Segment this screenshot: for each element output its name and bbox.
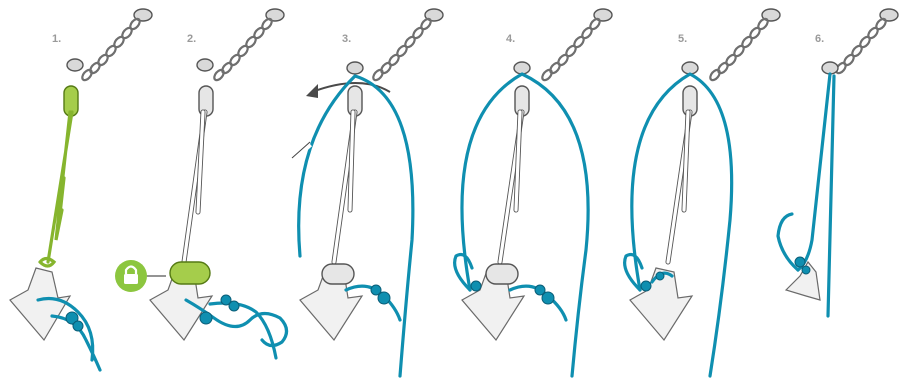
step-label-5: 5. [678,33,687,45]
step-3: 3. [292,9,443,376]
sling [48,112,72,262]
step-label-3: 3. [342,33,351,45]
step-4: 4. [455,9,612,376]
step-label-6: 6. [815,33,824,45]
rope [632,74,732,376]
step-6: 6. [778,9,898,316]
step-2: 2. [115,9,287,358]
step-label-1: 1. [52,33,61,45]
chain-icon [708,9,780,82]
chain-icon [834,9,898,75]
rope [462,74,588,376]
step-1: 1. [10,9,152,370]
chain-icon [80,9,152,82]
chain-icon [212,9,284,82]
anchor-ring [67,59,83,71]
step-label-4: 4. [506,33,515,45]
step-label-2: 2. [187,33,196,45]
step-5: 5. [625,9,780,376]
locking-carabiner [170,262,210,284]
rock-horn [10,268,70,340]
chain-icon [540,9,612,82]
chain-icon [371,9,443,82]
